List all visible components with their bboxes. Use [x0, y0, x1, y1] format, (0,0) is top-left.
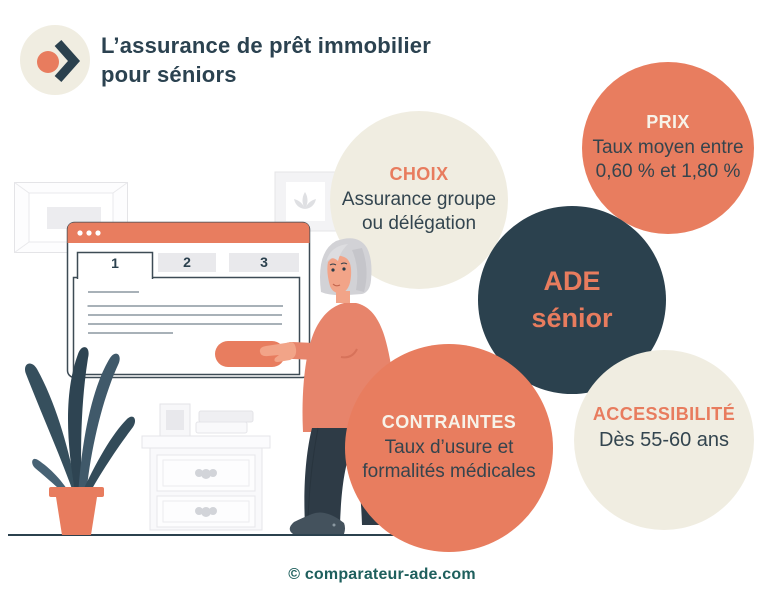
bubble-choix: CHOIX Assurance groupe ou délégation: [330, 111, 508, 289]
woman-face: [327, 255, 352, 294]
bubble-contraintes-label: CONTRAINTES: [381, 412, 517, 432]
browser-tab-1: [76, 251, 154, 279]
browser-header-bar: [67, 222, 310, 243]
woman-shoe: [289, 512, 345, 534]
bubble-choix-text-line1: Assurance groupe: [341, 189, 497, 210]
bubble-choix-text-line2: ou délégation: [361, 213, 477, 234]
drawer-bottom-handle: [195, 507, 217, 517]
bubble-contraintes-text-line2: formalités médicales: [362, 461, 536, 482]
page-title: L’assurance de prêt immobilier pour séni…: [101, 31, 431, 89]
footer-link[interactable]: © comparateur-ade.com: [288, 566, 476, 583]
bubble-accessibilite-label: ACCESSIBILITÉ: [592, 404, 736, 424]
browser-tab-2-number: 2: [183, 254, 191, 270]
bubble-prix-label: PRIX: [646, 112, 690, 132]
browser-tab-2: [158, 253, 216, 272]
bubble-accessibilite: ACCESSIBILITÉ Dès 55-60 ans: [574, 350, 754, 530]
plant-pot: [56, 497, 97, 535]
footer: © comparateur-ade.com: [0, 566, 764, 584]
browser-tab-3-number: 3: [260, 254, 268, 270]
brand-logo: [20, 25, 90, 95]
drawer-top-handle: [195, 469, 217, 479]
bubble-accessibilite-text-line1: Dès 55-60 ans: [598, 429, 730, 451]
woman-hand: [259, 342, 297, 362]
woman-arm: [282, 316, 372, 362]
cabinet: [141, 403, 271, 531]
bubble-prix: PRIX Taux moyen entre 0,60 % et 1,80 %: [582, 62, 754, 234]
bubble-prix-text-line2: 0,60 % et 1,80 %: [595, 161, 741, 182]
bubble-contraintes-text-line1: Taux d’usure et: [384, 437, 514, 458]
bubble-contraintes: CONTRAINTES Taux d’usure et formalités m…: [345, 344, 553, 552]
browser-tab-1-number: 1: [111, 255, 119, 271]
page-title-line2: pour séniors: [101, 62, 237, 87]
chevron-right-icon: [37, 40, 81, 82]
bubble-choix-label: CHOIX: [389, 164, 449, 184]
page-title-line1: L’assurance de prêt immobilier: [101, 33, 432, 58]
bubble-prix-text-line1: Taux moyen entre: [592, 137, 744, 158]
browser-window-mockup: 1 2 3: [66, 221, 311, 379]
browser-tab-3: [229, 253, 299, 272]
book-top: [198, 410, 254, 423]
book-bottom: [195, 421, 248, 434]
bubble-ade-title-line1: ADE: [543, 266, 601, 296]
placeholder-text-lines: [87, 291, 283, 334]
window-dots-icon: [77, 230, 101, 236]
plant-pot-rim: [49, 487, 104, 497]
bubble-ade-title-line2: sénior: [531, 303, 613, 333]
lotus-icon: [294, 192, 316, 209]
potted-plant: [25, 347, 136, 535]
wall-frame-right: [274, 171, 337, 232]
